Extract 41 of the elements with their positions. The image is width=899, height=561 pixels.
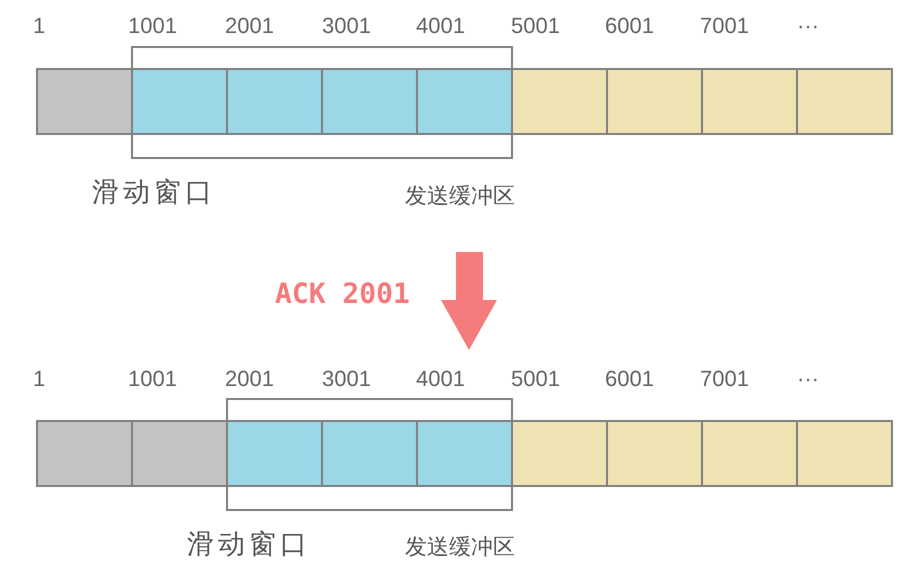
sequence-number: 2001 — [225, 366, 274, 392]
window-label: 滑动窗口 — [92, 179, 216, 206]
buffer-cell — [701, 68, 798, 135]
buffer-cell — [321, 420, 418, 487]
sequence-number: 1 — [33, 13, 46, 39]
buffer-cell — [226, 68, 323, 135]
sequence-number: ··· — [797, 366, 819, 392]
buffer-cell — [226, 420, 323, 487]
buffer-cell — [511, 68, 608, 135]
buffer-cell — [131, 68, 228, 135]
sequence-number: 6001 — [605, 366, 654, 392]
sequence-number: 4001 — [416, 13, 465, 39]
buffer-label: 发送缓冲区 — [405, 183, 515, 211]
buffer-label: 发送缓冲区 — [405, 534, 515, 561]
sequence-number: ··· — [797, 13, 819, 39]
sequence-number: 7001 — [700, 13, 749, 39]
buffer-cell — [606, 420, 703, 487]
buffer-cell — [36, 420, 133, 487]
buffer-cell — [321, 68, 418, 135]
sequence-number: 3001 — [322, 13, 371, 39]
buffer-cell — [701, 420, 798, 487]
sequence-number: 6001 — [605, 13, 654, 39]
buffer-cell — [416, 420, 513, 487]
buffer-cell — [796, 420, 893, 487]
window-label: 滑动窗口 — [187, 531, 311, 558]
sequence-number: 1 — [33, 366, 46, 392]
ack-label: ACK 2001 — [275, 277, 410, 310]
sequence-number: 1001 — [128, 13, 177, 39]
buffer-cell — [36, 68, 133, 135]
sequence-number: 7001 — [700, 366, 749, 392]
buffer-cell — [416, 68, 513, 135]
buffer-cell — [606, 68, 703, 135]
buffer-cell — [796, 68, 893, 135]
sequence-number: 3001 — [322, 366, 371, 392]
buffer-cell — [511, 420, 608, 487]
sequence-number: 2001 — [225, 13, 274, 39]
sequence-number: 5001 — [511, 13, 560, 39]
sequence-number: 5001 — [511, 366, 560, 392]
buffer-cell — [131, 420, 228, 487]
sequence-number: 1001 — [128, 366, 177, 392]
sequence-number: 4001 — [416, 366, 465, 392]
